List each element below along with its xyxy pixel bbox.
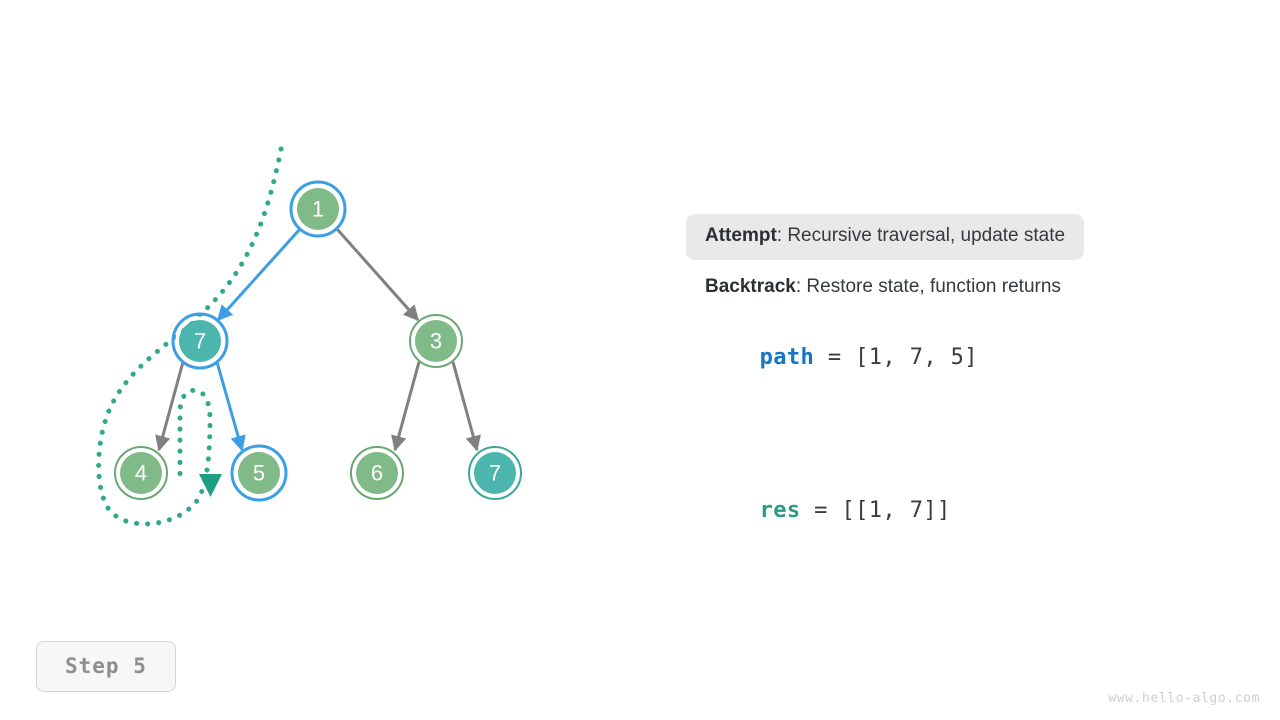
res-variable-value: = [[1, 7]]: [800, 497, 951, 523]
res-variable-name: res: [759, 497, 801, 523]
backtrack-row: Backtrack: Restore state, function retur…: [686, 275, 1206, 298]
tree-node-1-label: 1: [312, 197, 324, 222]
attempt-label: Attempt: [705, 225, 777, 246]
tree-node-7-left[interactable]: 7: [171, 312, 229, 370]
tree-node-5-label: 5: [253, 461, 265, 486]
attempt-text: : Recursive traversal, update state: [776, 225, 1066, 246]
backtrack-label: Backtrack: [705, 275, 796, 297]
info-panel: Attempt: Recursive traversal, update sta…: [686, 214, 1206, 548]
edge-3-7: [451, 361, 481, 452]
tree-node-3-label: 3: [430, 329, 442, 354]
tree-node-7-left-label: 7: [194, 329, 206, 354]
tree-edges: [155, 227, 481, 452]
tree-node-1[interactable]: 1: [289, 180, 347, 238]
edge-1-3: [335, 228, 420, 322]
edge-1-7: [216, 227, 302, 322]
tree-node-6[interactable]: 6: [350, 446, 404, 500]
tree-nodes: 1 7 3 4 5: [114, 180, 522, 502]
backtrack-text: : Restore state, function returns: [795, 275, 1061, 297]
tree-node-3[interactable]: 3: [409, 314, 463, 368]
path-variable-name: path: [759, 344, 815, 370]
tree-node-6-label: 6: [371, 461, 383, 486]
path-state-line: path = [1, 7, 5]: [686, 320, 1206, 395]
tree-node-5[interactable]: 5: [230, 444, 288, 502]
edge-7-4: [155, 361, 185, 452]
backtrack-dotted-path: [96, 146, 284, 527]
step-badge: Step 5: [36, 641, 176, 692]
tree-node-4[interactable]: 4: [114, 446, 168, 500]
edge-7-5: [215, 361, 246, 452]
watermark: www.hello-algo.com: [1108, 691, 1260, 706]
res-state-line: res = [[1, 7]]: [686, 473, 1206, 548]
edge-3-6: [391, 361, 421, 452]
tree-node-7-right[interactable]: 7: [468, 446, 522, 500]
attempt-row: Attempt: Recursive traversal, update sta…: [686, 214, 1085, 260]
tree-node-4-label: 4: [135, 461, 147, 486]
path-variable-value: = [1, 7, 5]: [814, 344, 978, 370]
tree-node-7-right-label: 7: [489, 461, 501, 486]
binary-tree-diagram: 1 7 3 4 5: [96, 146, 522, 527]
